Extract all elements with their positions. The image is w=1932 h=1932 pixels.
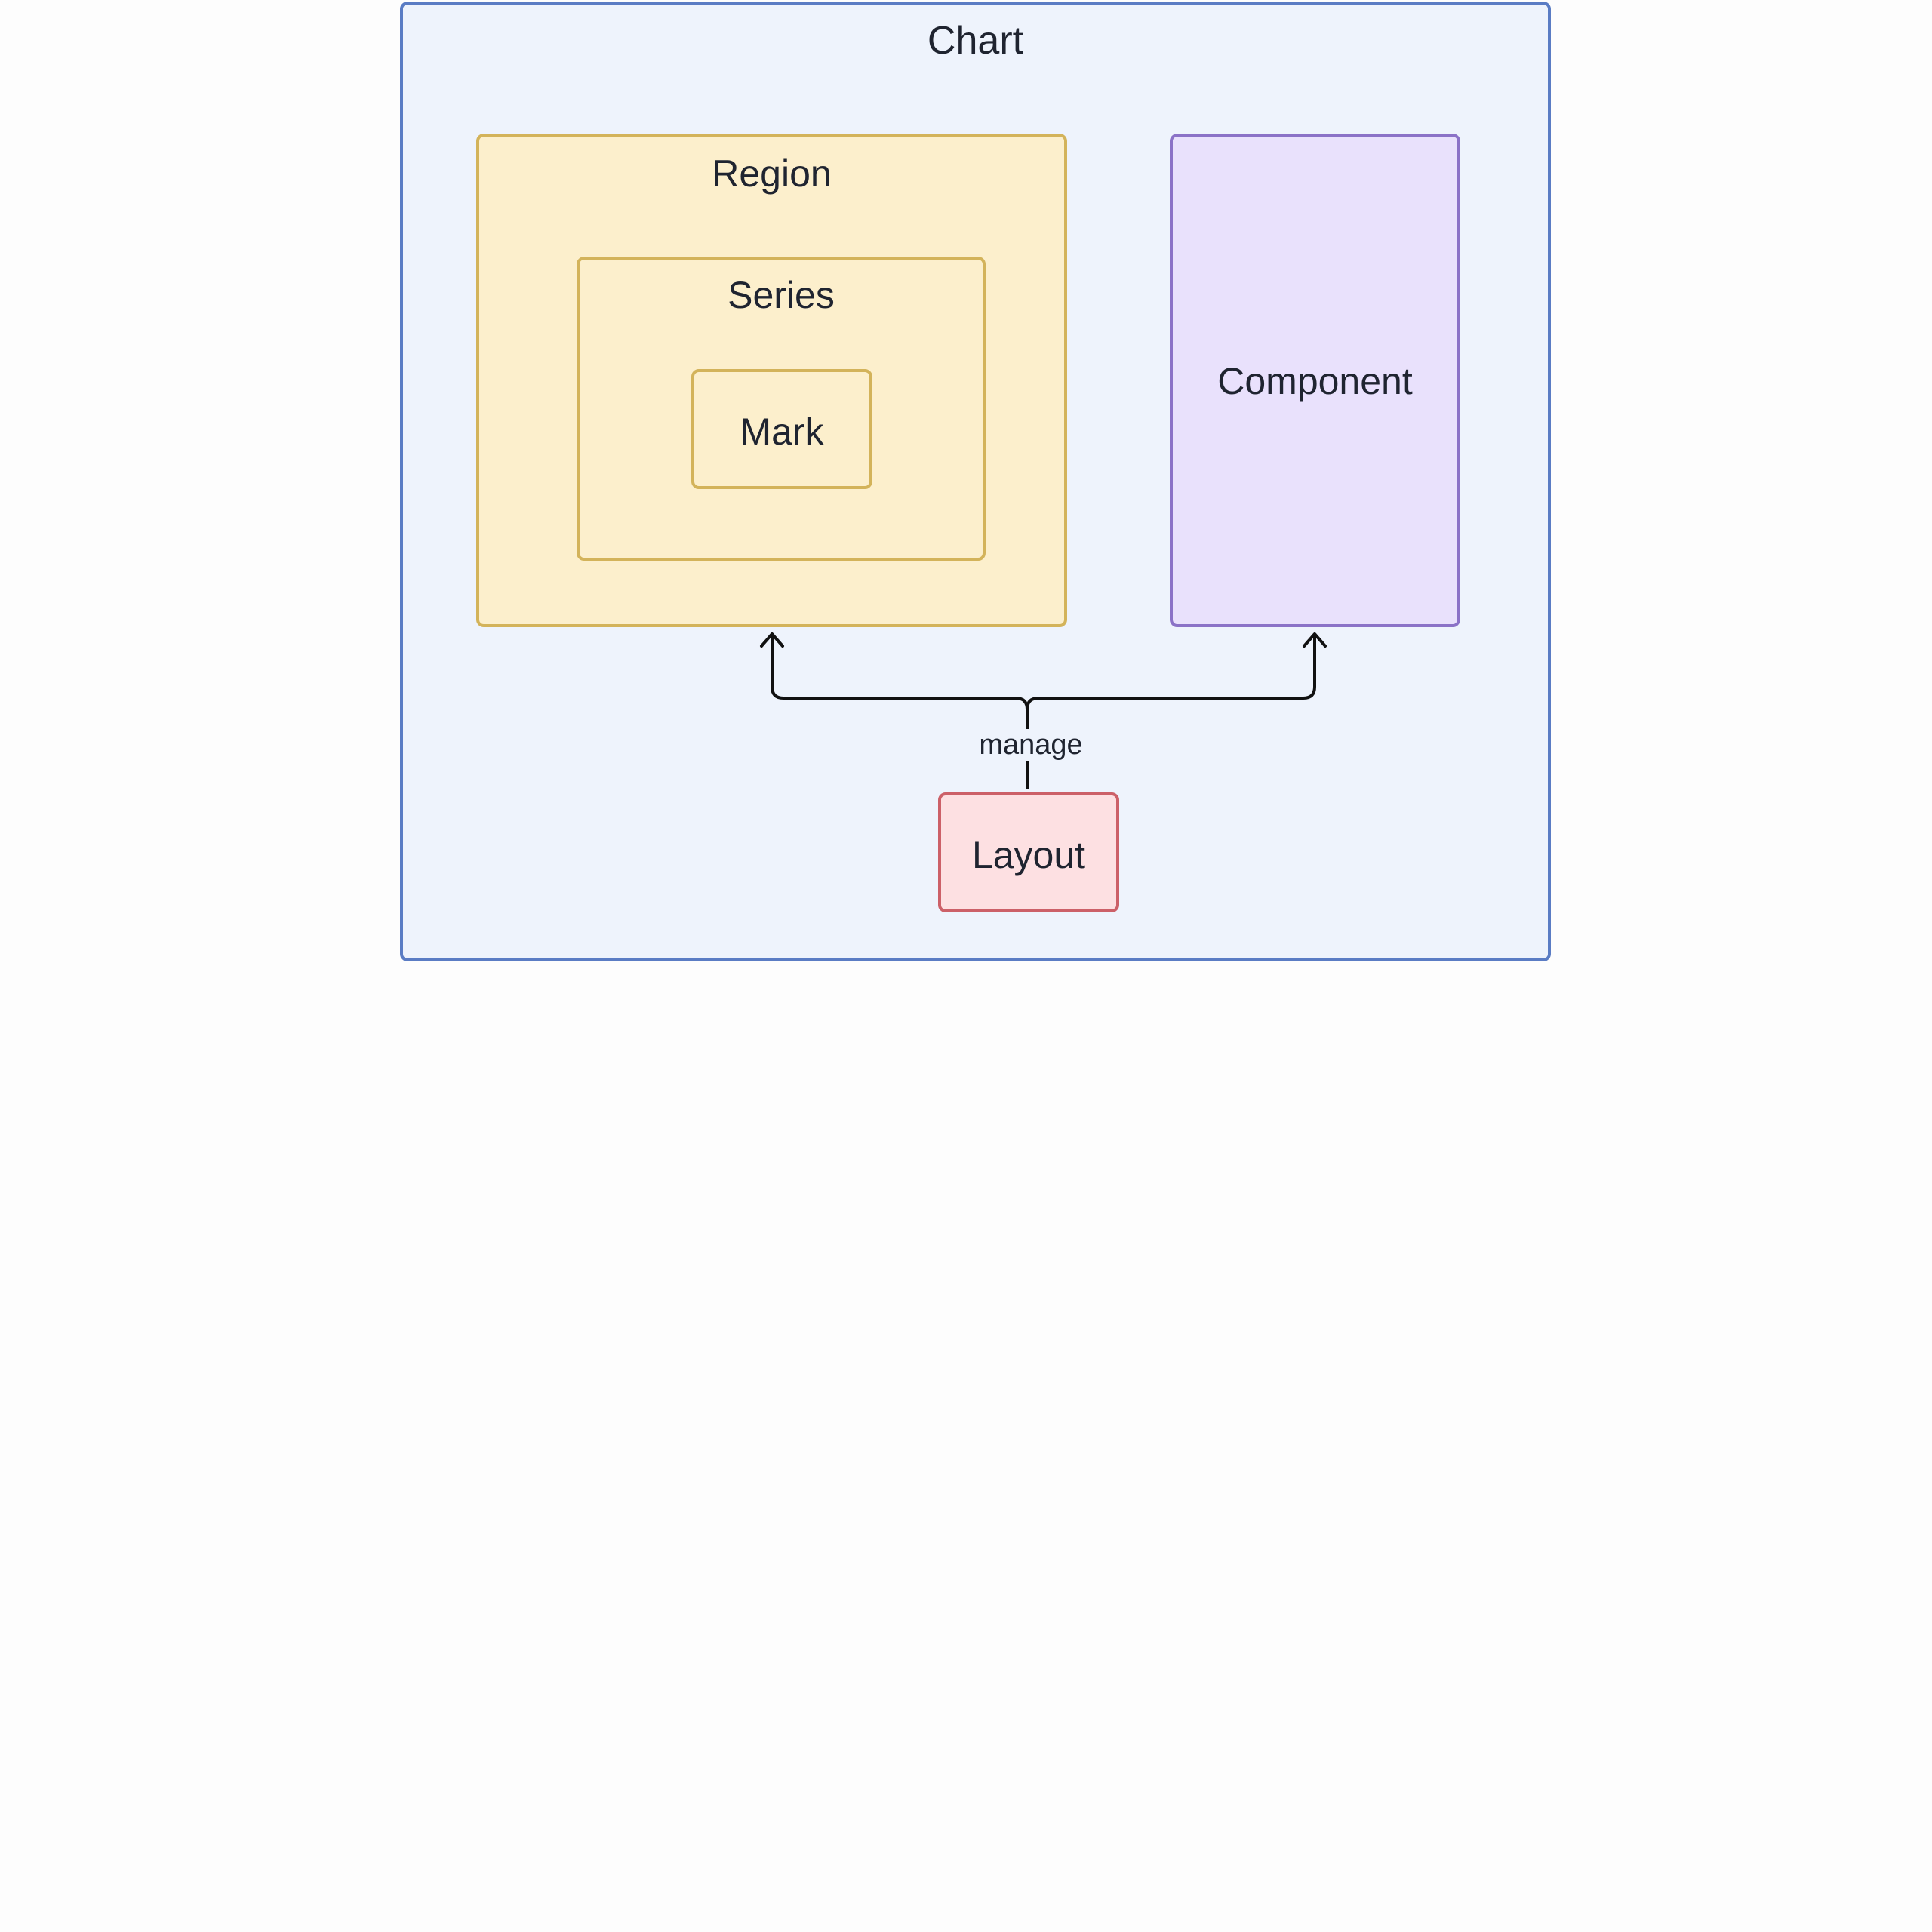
chart-label: Chart — [927, 19, 1024, 63]
mark-node: Mark — [691, 369, 872, 489]
component-node: Component — [1170, 134, 1460, 627]
layout-node: Layout — [938, 792, 1119, 912]
layout-label: Layout — [971, 834, 1086, 876]
series-label: Series — [728, 274, 835, 316]
edge-label-manage: manage — [954, 729, 1108, 761]
region-label: Region — [712, 152, 832, 195]
mark-label: Mark — [740, 411, 824, 453]
component-label: Component — [1217, 360, 1413, 402]
